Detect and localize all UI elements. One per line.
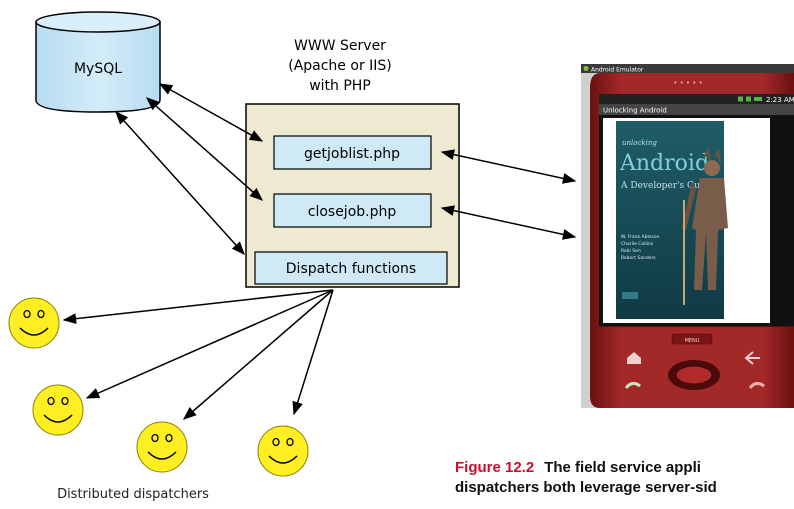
emulator-titlebar (581, 64, 794, 73)
dispatch-functions-label: Dispatch functions (286, 261, 416, 277)
caption-line-1: The field service appli (544, 459, 701, 476)
book-author-2: Charlie Collins (621, 241, 654, 247)
getjoblist-component: getjoblist.php (273, 135, 432, 170)
dispatcher-smiley-3 (136, 421, 188, 473)
android-logo-icon (583, 66, 589, 71)
end-call-icon[interactable] (748, 381, 765, 389)
menu-button-label: MENU (685, 338, 700, 344)
server-title-line-3: with PHP (309, 78, 371, 94)
android-device: Android Emulator • • • • • 2:23 AM Unloc… (581, 64, 794, 408)
app-title-bar (599, 104, 794, 115)
arrow-getjoblist-device (440, 149, 577, 184)
screen-divider (599, 326, 794, 327)
closejob-label: closejob.php (308, 204, 397, 220)
signal-icon (746, 96, 751, 102)
book-subtitle: A Developer's Guide (620, 181, 714, 191)
arrow-dispatch-dispatcher-3 (182, 289, 334, 420)
book-author-4: Robert Sanders (621, 255, 656, 261)
emulator-title: Android Emulator (591, 67, 644, 74)
figure-caption: Figure 12.2 The field service appli dispa… (455, 458, 794, 508)
status-time: 2:23 AM (766, 96, 794, 104)
arrow-closejob-device (440, 205, 577, 240)
network-icon (738, 96, 743, 102)
arrow-db-closejob (145, 97, 264, 201)
book-title: Android (619, 151, 709, 176)
book-author-3: Robi Sen (621, 248, 641, 254)
dispatcher-smiley-2 (32, 384, 84, 436)
home-icon[interactable] (627, 352, 641, 364)
trackball-button[interactable] (675, 365, 713, 385)
arrow-db-dispatch (115, 110, 245, 256)
dispatcher-smiley-1 (8, 297, 60, 349)
dispatcher-smiley-4 (257, 425, 309, 477)
publisher-logo (622, 292, 638, 299)
database-label: MySQL (74, 61, 122, 77)
speaker-grille: • • • • • (673, 79, 703, 87)
call-icon[interactable] (624, 381, 641, 389)
server-title-line-2: (Apache or IIS) (288, 58, 392, 74)
figure-number: Figure 12.2 (455, 459, 535, 476)
getjoblist-label: getjoblist.php (304, 146, 400, 162)
dispatch-functions-component: Dispatch functions (254, 251, 448, 285)
book-series: unlocking (622, 139, 657, 147)
arrow-dispatch-dispatcher-4 (292, 289, 334, 416)
arrow-dispatch-dispatcher-1 (62, 289, 334, 325)
server-title: WWW Server (Apache or IIS) with PHP (288, 38, 392, 94)
cover-figure (682, 146, 728, 305)
server-title-line-1: WWW Server (294, 38, 386, 54)
mysql-database: MySQL (35, 11, 161, 113)
caption-line-2: dispatchers both leverage server-sid (455, 479, 717, 496)
status-bar (599, 94, 794, 104)
closejob-component: closejob.php (273, 193, 432, 228)
battery-icon (754, 97, 762, 101)
book-author-1: W. Frank Ableson (621, 234, 660, 240)
menu-button[interactable] (671, 333, 713, 345)
back-icon[interactable] (744, 351, 760, 365)
app-title: Unlocking Android (603, 107, 667, 115)
arrow-dispatch-dispatcher-2 (85, 289, 334, 399)
dispatchers-label: Distributed dispatchers (57, 487, 209, 502)
